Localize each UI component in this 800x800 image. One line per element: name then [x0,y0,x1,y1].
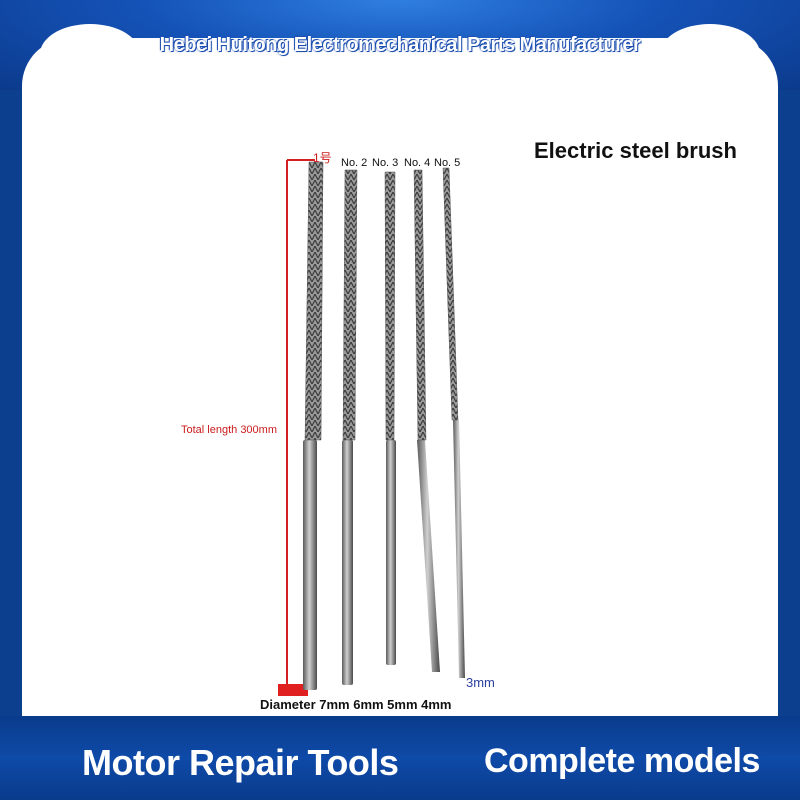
brush-no3 [384,171,396,665]
brush-no5 [442,167,465,678]
card-corner-right [660,24,760,84]
model-label-no1: 1号 [313,151,332,165]
company-name: Hebei Huitong Electromechanical Parts Ma… [159,34,641,56]
model-label-no5: No. 5 [434,157,461,169]
product-title: Electric steel brush [534,138,737,163]
product-card [22,38,778,718]
footer-left-text: Motor Repair Tools [82,742,399,783]
card-corner-left [40,24,140,84]
total-length-label: Total length 300mm [181,424,277,436]
diameter-label: Diameter 7mm 6mm 5mm 4mm [260,697,452,712]
model-label-no4: No. 4 [404,157,431,169]
footer-right-text: Complete models [484,742,760,780]
diameter-3mm-label: 3mm [466,675,495,690]
footer-band [0,716,800,800]
brush-no1 [303,161,324,690]
model-label-no3: No. 3 [372,157,399,169]
model-label-no2: No. 2 [341,157,368,169]
brush-no4 [413,169,440,672]
brush-no2 [342,169,358,685]
length-dimension-foot [278,684,308,696]
